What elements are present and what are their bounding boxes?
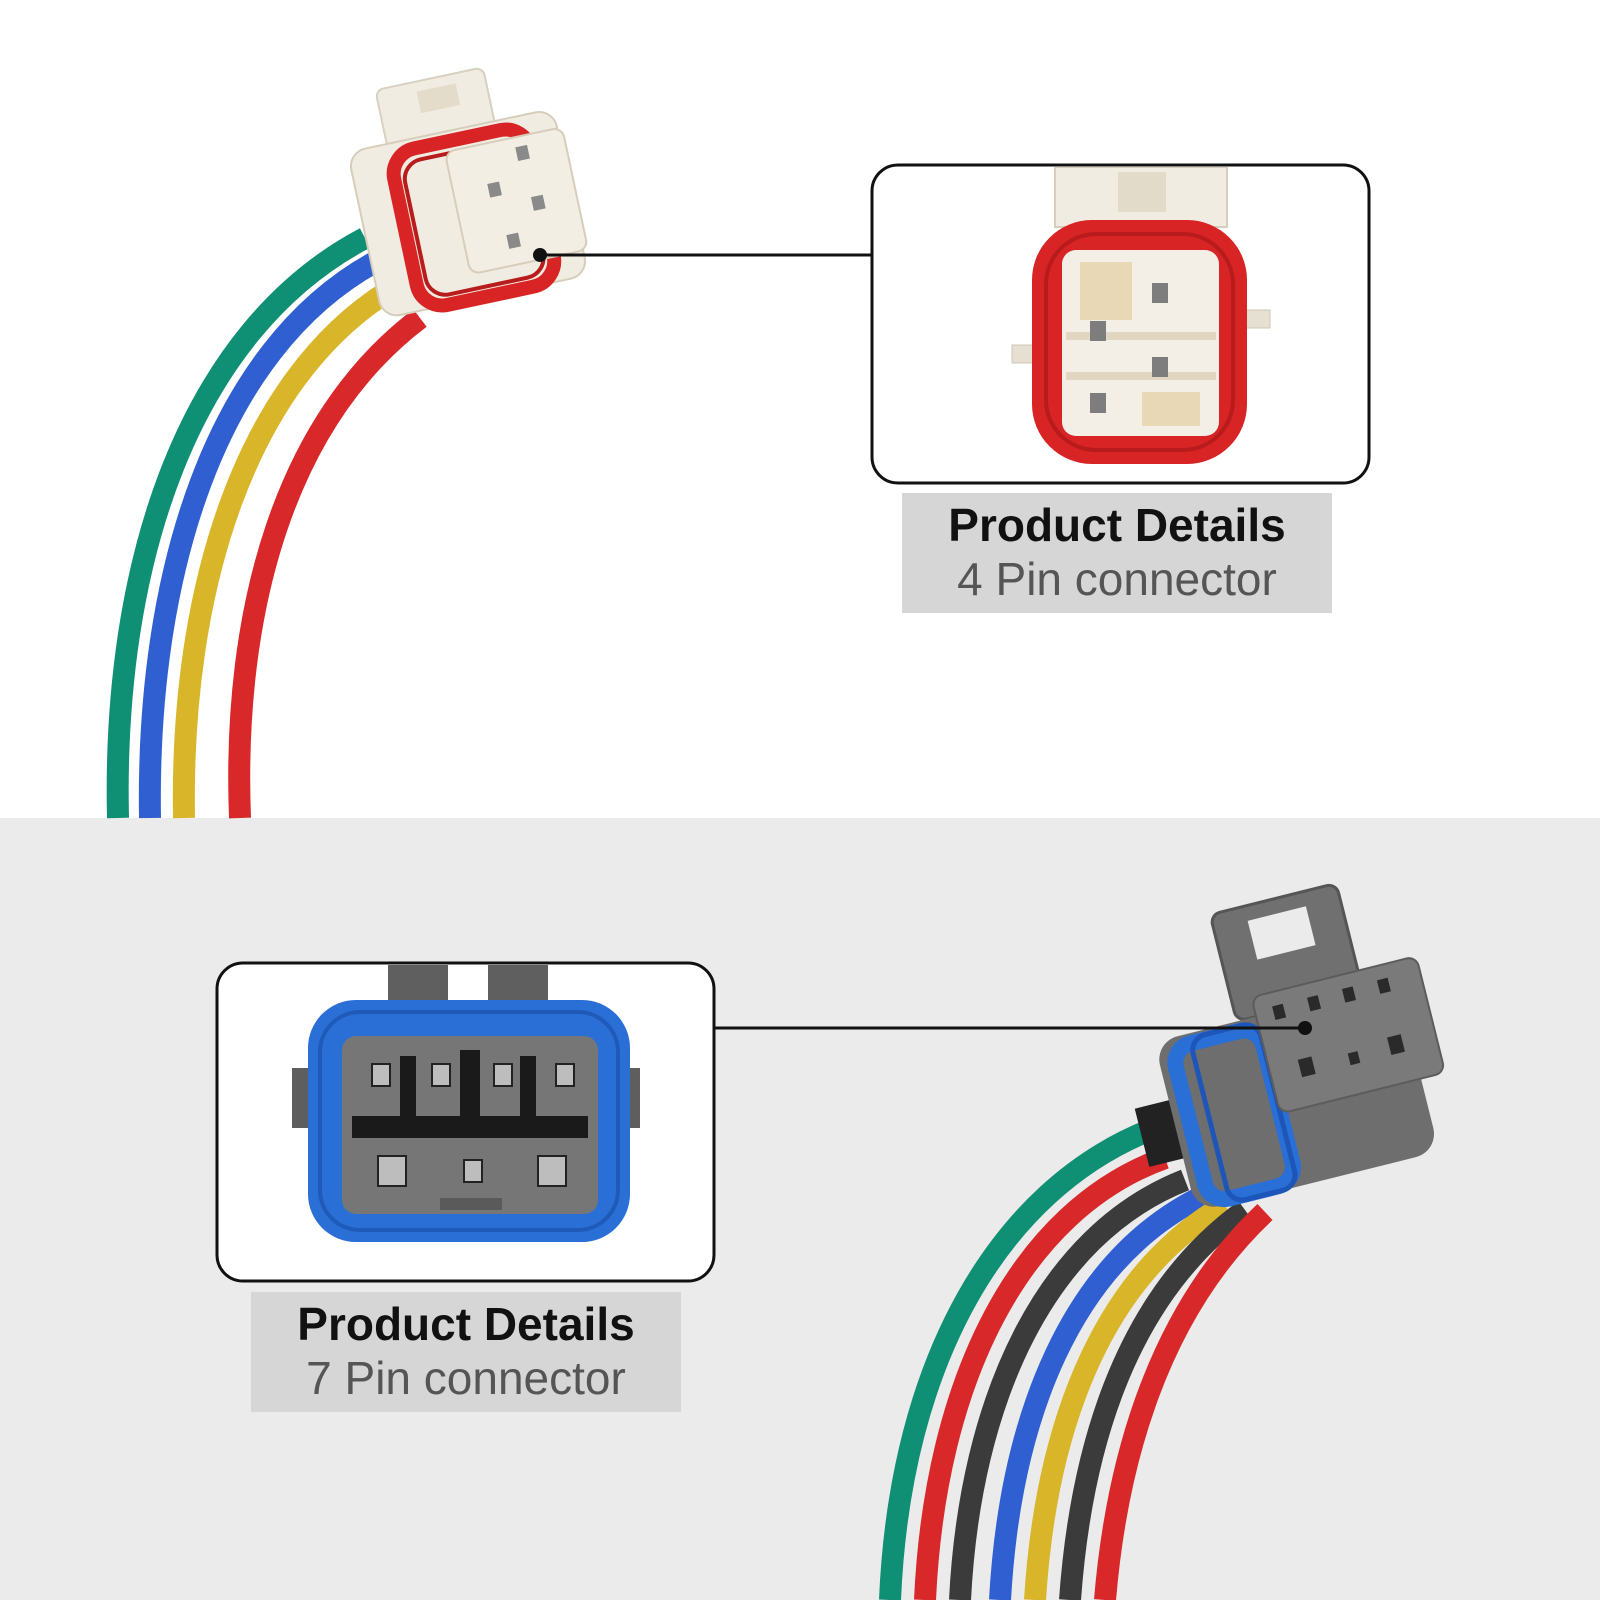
pointer-dot-7pin (1298, 1021, 1312, 1035)
caption-description-7pin: 7 Pin connector (306, 1352, 626, 1404)
caption-title-4pin: Product Details (948, 499, 1286, 551)
connector-4pin (349, 67, 588, 317)
pointer-dot-4pin (533, 248, 547, 262)
caption-4pin: Product Details 4 Pin connector (902, 493, 1332, 613)
detail-box-7pin (215, 961, 716, 1283)
wire-harness-4pin (106, 228, 427, 819)
caption-description-4pin: 4 Pin connector (957, 553, 1277, 605)
caption-title-7pin: Product Details (297, 1298, 635, 1350)
detail-box-4pin (870, 163, 1371, 485)
connector-7pin (1134, 883, 1445, 1208)
caption-7pin: Product Details 7 Pin connector (251, 1292, 681, 1412)
wire-harness-7pin (879, 1119, 1273, 1600)
